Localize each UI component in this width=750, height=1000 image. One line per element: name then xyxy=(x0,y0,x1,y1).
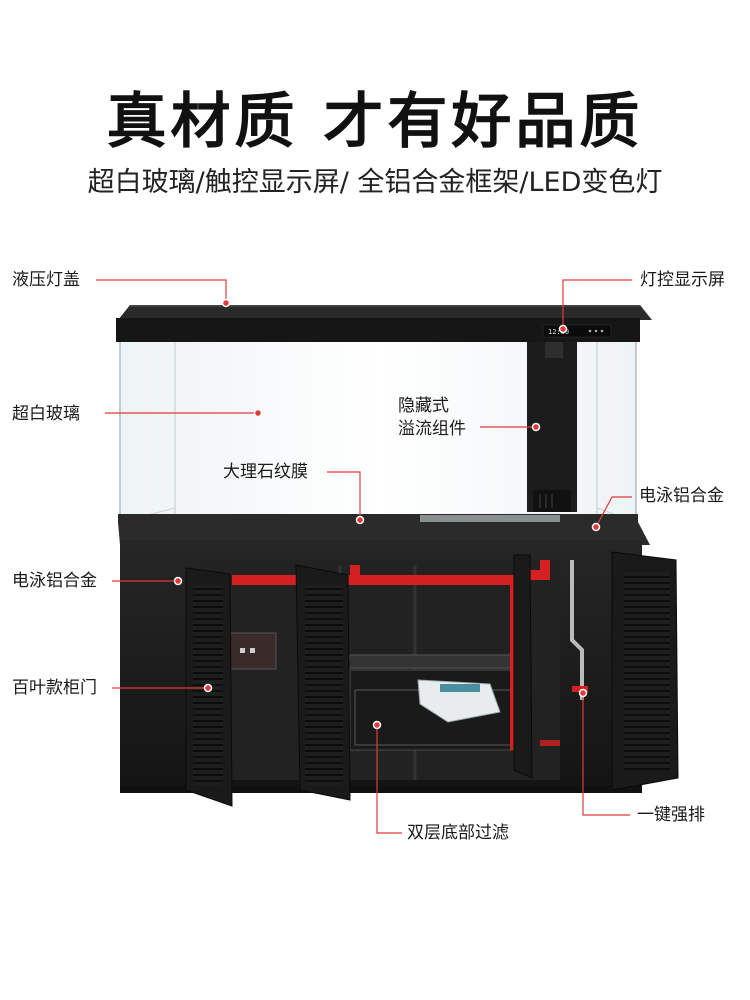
callout-louver-door: 百叶款柜门 xyxy=(12,678,97,698)
callout-electrophoretic-alloy-right: 电泳铝合金 xyxy=(639,486,724,506)
marble-film-base xyxy=(118,514,638,524)
callout-hidden-overflow-line2: 溢流组件 xyxy=(398,419,466,439)
callout-hidden-overflow-line1: 隐藏式 xyxy=(398,396,449,416)
callout-ultra-clear-glass: 超白玻璃 xyxy=(12,404,80,424)
callout-light-control-display: 灯控显示屏 xyxy=(640,270,725,290)
callout-dots xyxy=(173,298,601,730)
headline: 真材质 才有好品质 xyxy=(106,87,644,157)
callout-hydraulic-lid: 液压灯盖 xyxy=(12,270,80,290)
callout-electrophoretic-alloy-left: 电泳铝合金 xyxy=(12,571,97,591)
callout-lines xyxy=(96,279,632,834)
callout-one-key-drain: 一键强排 xyxy=(637,805,705,825)
louver-doors xyxy=(185,551,679,807)
display-time: 12:00 xyxy=(548,328,569,336)
subline: 超白玻璃/触控显示屏/ 全铝合金框架/LED变色灯 xyxy=(87,167,663,198)
light-control-display: 12:00 xyxy=(542,324,612,338)
callout-double-bottom-filter: 双层底部过滤 xyxy=(407,823,509,843)
callout-marble-film: 大理石纹膜 xyxy=(223,462,308,482)
